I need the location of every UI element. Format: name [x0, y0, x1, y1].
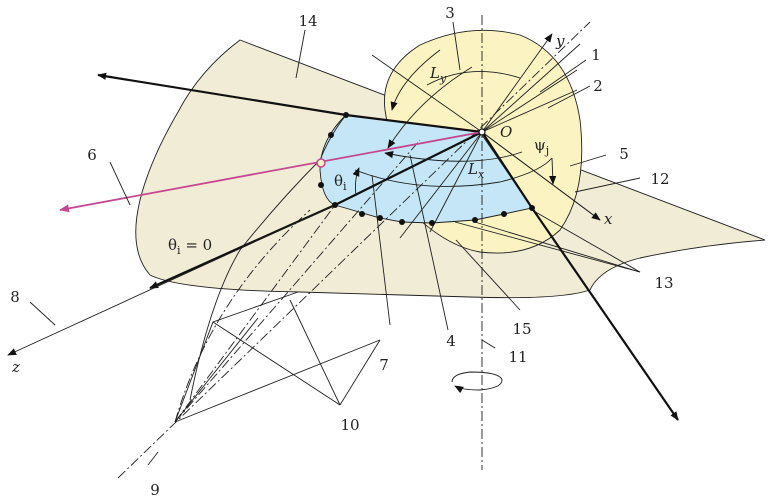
labels: 14 3 1 2 5 12 13 6 8 7 4 15 11 10 9 O y …: [10, 4, 673, 499]
label-2: 2: [593, 77, 603, 95]
scan-sector: [319, 114, 533, 224]
label-8: 8: [10, 288, 20, 306]
origin-point: [478, 128, 486, 136]
label-axis-y: y: [555, 32, 565, 50]
measurement-points: [316, 112, 535, 226]
label-theta-zero: θi = 0: [168, 236, 212, 257]
label-Ly: Ly: [429, 64, 447, 85]
label-4: 4: [446, 332, 456, 350]
label-10: 10: [340, 416, 359, 434]
label-psi-j: ψj: [534, 136, 549, 157]
label-origin: O: [500, 123, 512, 141]
label-15: 15: [512, 320, 531, 338]
incident-beam: [59, 131, 483, 213]
label-7: 7: [379, 356, 389, 374]
dash-dot-axes: [117, 15, 591, 479]
label-1: 1: [591, 46, 601, 64]
label-9: 9: [150, 481, 160, 499]
label-13: 13: [654, 274, 673, 292]
beam-entry-point: [316, 158, 326, 168]
label-Lx: Lx: [467, 160, 485, 181]
construction-lines: [174, 43, 641, 423]
label-14: 14: [298, 12, 317, 30]
coordinate-axes: [7, 33, 601, 356]
label-axis-x: x: [604, 210, 613, 228]
label-5: 5: [619, 145, 629, 163]
angle-arcs: [352, 49, 557, 394]
label-theta-i: θi: [334, 172, 347, 193]
leader-lines: [29, 21, 641, 466]
label-6: 6: [87, 146, 97, 164]
bold-lines: [97, 72, 679, 421]
label-11: 11: [508, 348, 527, 366]
label-axis-z: z: [11, 358, 20, 376]
label-12: 12: [650, 170, 669, 188]
label-3: 3: [445, 4, 455, 22]
